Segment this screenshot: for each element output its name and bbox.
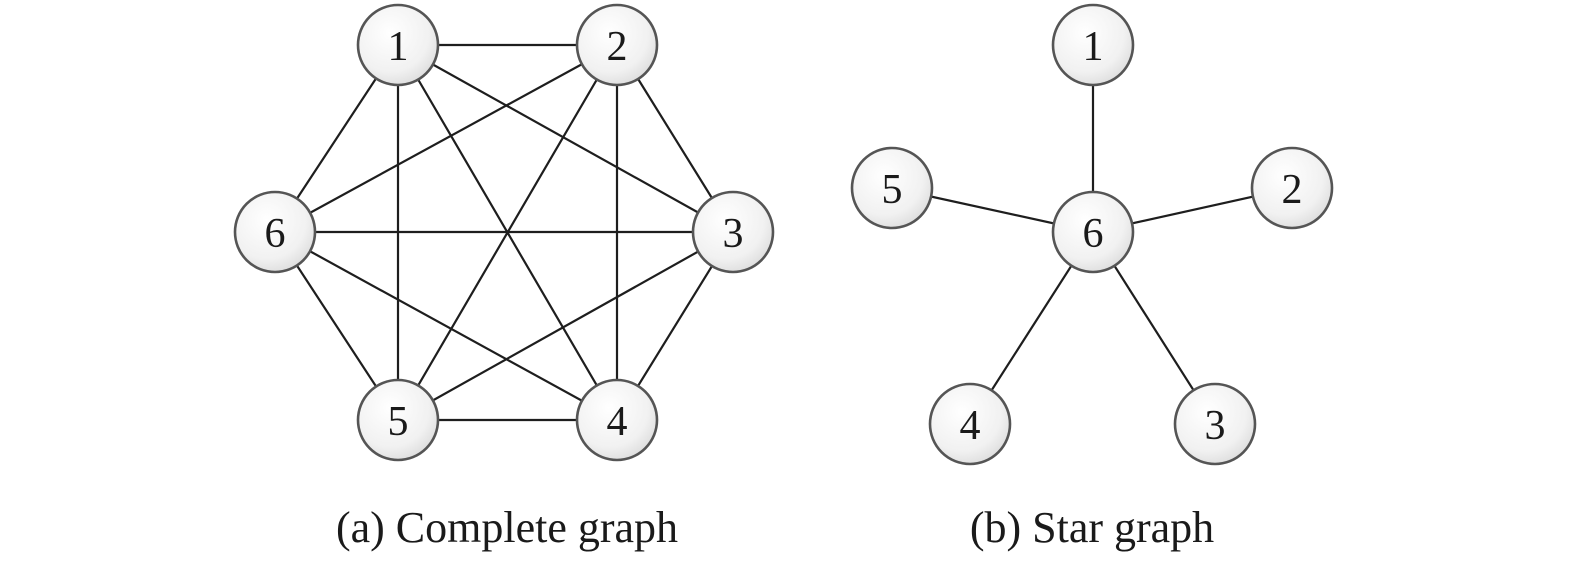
star-graph-node-label: 3 <box>1205 403 1226 449</box>
star-graph-node-1: 1 <box>1051 3 1135 87</box>
star-graph-node-circle <box>1173 382 1257 466</box>
star-graph-node-circle <box>1250 146 1334 230</box>
complete-graph-node-label: 2 <box>607 24 628 70</box>
complete-graph-panel: 1 2 3 4 5 6 (a) Complete graph <box>233 3 775 552</box>
star-graph-node-circle <box>928 382 1012 466</box>
complete-graph-edge-4-6 <box>273 230 619 422</box>
star-graph-node-circle <box>1051 3 1135 87</box>
star-graph-node-label: 1 <box>1083 24 1104 70</box>
star-graph-panel: 1 2 3 4 5 6 (b) Star graph <box>850 3 1334 552</box>
star-graph-node-6: 6 <box>1051 190 1135 274</box>
star-graph-node-5: 5 <box>850 146 934 230</box>
star-graph-node-2: 2 <box>1250 146 1334 230</box>
star-graph-node-label: 4 <box>960 403 981 449</box>
complete-graph-node-6: 6 <box>233 190 317 274</box>
star-graph-node-3: 3 <box>1173 382 1257 466</box>
complete-graph-edges <box>273 43 735 422</box>
complete-graph-edge-2-6 <box>273 43 619 234</box>
complete-graph-node-3: 3 <box>691 190 775 274</box>
star-graph-node-4: 4 <box>928 382 1012 466</box>
complete-graph-node-circle <box>575 3 659 87</box>
complete-graph-node-5: 5 <box>356 378 440 462</box>
complete-graph-node-label: 6 <box>265 211 286 257</box>
complete-graph-node-circle <box>575 378 659 462</box>
complete-graph-node-circle <box>233 190 317 274</box>
complete-graph-node-circle <box>691 190 775 274</box>
complete-graph-node-label: 3 <box>723 211 744 257</box>
star-graph-node-label: 2 <box>1282 167 1303 213</box>
complete-graph-node-label: 1 <box>388 24 409 70</box>
complete-graph-nodes: 1 2 3 4 5 6 <box>233 3 775 462</box>
complete-graph-node-circle <box>356 3 440 87</box>
star-graph-node-circle <box>850 146 934 230</box>
star-graph-caption: (b) Star graph <box>970 503 1214 552</box>
star-graph-node-label: 5 <box>882 167 903 213</box>
complete-graph-edge-1-3 <box>396 43 735 234</box>
complete-graph-node-circle <box>356 378 440 462</box>
complete-graph-node-1: 1 <box>356 3 440 87</box>
complete-graph-edge-3-5 <box>396 230 735 422</box>
star-graph-nodes: 1 2 3 4 5 6 <box>850 3 1334 466</box>
complete-graph-node-label: 5 <box>388 399 409 445</box>
complete-graph-node-label: 4 <box>607 399 628 445</box>
complete-graph-node-4: 4 <box>575 378 659 462</box>
complete-graph-node-2: 2 <box>575 3 659 87</box>
star-graph-node-label: 6 <box>1083 211 1104 257</box>
star-graph-node-circle <box>1051 190 1135 274</box>
complete-graph-caption: (a) Complete graph <box>336 503 678 552</box>
